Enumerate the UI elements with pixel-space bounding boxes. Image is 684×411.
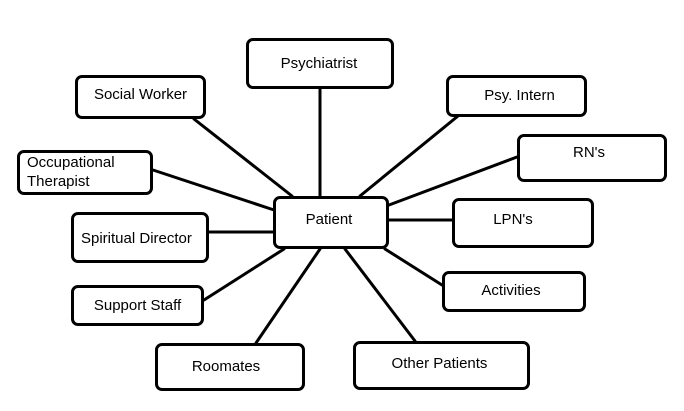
node-patient: Patient <box>273 196 389 249</box>
node-spiritual-director: Spiritual Director <box>71 212 209 263</box>
node-psy-intern: Psy. Intern <box>446 75 587 117</box>
connector-occupational-therapist <box>151 168 276 212</box>
node-support-staff: Support Staff <box>71 285 204 326</box>
node-support-staff-label: Support Staff <box>93 297 182 314</box>
node-occupational-therapist-label-line1: Occupational <box>27 153 115 171</box>
node-other-patients-label: Other Patients <box>391 355 488 372</box>
node-activities: Activities <box>442 271 586 312</box>
connector-activities <box>383 247 444 287</box>
node-roomates-label: Roomates <box>191 357 261 375</box>
node-occupational-therapist: Occupational Therapist <box>17 150 153 195</box>
node-social-worker-label: Social Worker <box>93 85 188 103</box>
node-psychiatrist: Psychiatrist <box>246 38 394 89</box>
node-lpns-label: LPN's <box>493 210 533 228</box>
connector-support-staff <box>202 247 286 302</box>
node-psy-intern-label: Psy. Intern <box>484 86 555 104</box>
node-occupational-therapist-label-line2: Therapist <box>27 172 90 190</box>
connector-roomates <box>254 247 322 345</box>
node-social-worker: Social Worker <box>75 75 206 119</box>
node-activities-label: Activities <box>481 282 541 299</box>
node-other-patients: Other Patients <box>353 341 530 390</box>
connector-other-patients <box>343 247 417 343</box>
connector-psy-intern <box>358 114 460 198</box>
node-occupational-therapist-label: Occupational Therapist <box>27 153 115 191</box>
connector-rns <box>387 155 519 207</box>
node-rns-label: RN's <box>572 143 606 161</box>
node-rns: RN's <box>517 134 667 182</box>
node-roomates: Roomates <box>155 343 305 391</box>
node-patient-label: Patient <box>305 211 353 228</box>
connector-social-worker <box>192 117 294 198</box>
node-lpns: LPN's <box>452 198 594 248</box>
node-spiritual-director-label: Spiritual Director <box>81 230 192 247</box>
node-psychiatrist-label: Psychiatrist <box>280 55 358 72</box>
